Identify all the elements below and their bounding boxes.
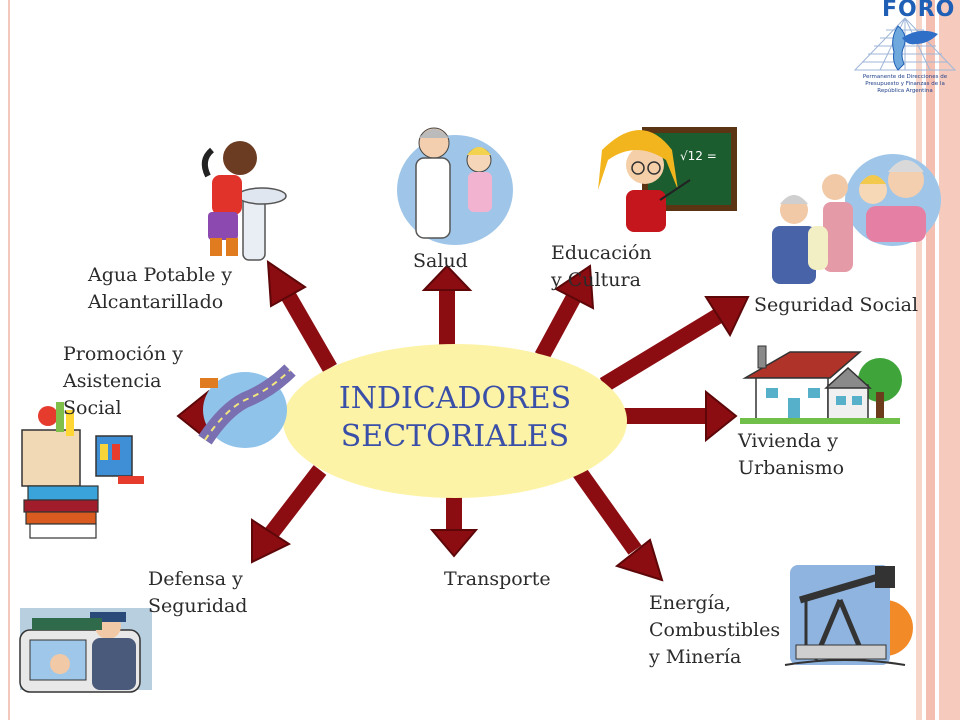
arrow-seguridad-social bbox=[599, 296, 750, 392]
label-vivienda: Vivienda y Urbanismo bbox=[738, 430, 845, 479]
decor-stripe-left bbox=[8, 0, 10, 720]
label-transporte: Transporte bbox=[444, 568, 551, 590]
police-clipart bbox=[19, 608, 152, 693]
label-promocion: Promoción y Asistencia Social bbox=[63, 343, 183, 419]
doctor-clipart bbox=[397, 127, 513, 245]
center-title-line2: SECTORIALES bbox=[340, 419, 570, 454]
label-educacion: Educación y Cultura bbox=[551, 242, 652, 291]
label-agua: Agua Potable y Alcantarillado bbox=[88, 264, 233, 313]
arrow-transporte bbox=[429, 496, 479, 558]
center-title-line1: INDICADORES bbox=[338, 381, 572, 416]
svg-text:√12 =: √12 = bbox=[680, 149, 717, 163]
arrow-salud bbox=[421, 264, 473, 350]
elderly-clipart bbox=[772, 154, 941, 284]
arrow-defensa bbox=[251, 465, 327, 564]
label-seguridad-social: Seguridad Social bbox=[754, 294, 919, 316]
arrow-agua bbox=[266, 260, 337, 372]
foro-logo-graphic bbox=[853, 17, 957, 71]
oil-pump-clipart bbox=[784, 565, 913, 666]
arrow-educacion bbox=[534, 264, 595, 360]
center-title: INDICADORES SECTORIALES bbox=[300, 380, 610, 456]
house-clipart bbox=[740, 345, 902, 424]
books-clipart bbox=[21, 402, 144, 539]
road-clipart bbox=[198, 364, 296, 448]
decor-stripe-3 bbox=[939, 0, 960, 720]
center-ellipse bbox=[283, 344, 627, 498]
label-salud: Salud bbox=[413, 250, 468, 272]
decor-stripe-1 bbox=[916, 0, 922, 720]
logo-name: FORO bbox=[882, 0, 956, 22]
arrow-vivienda bbox=[622, 389, 738, 443]
decor-stripe-2 bbox=[926, 0, 935, 720]
logo-subtitle: Permanente de Direcciones de Presupuesto… bbox=[862, 74, 948, 94]
arrow-energia bbox=[571, 465, 664, 582]
label-defensa: Defensa y Seguridad bbox=[148, 568, 248, 617]
label-energia: Energía, Combustibles y Minería bbox=[649, 592, 781, 668]
water-fountain-clipart bbox=[201, 141, 287, 261]
teacher-clipart: √12 = bbox=[598, 127, 737, 232]
